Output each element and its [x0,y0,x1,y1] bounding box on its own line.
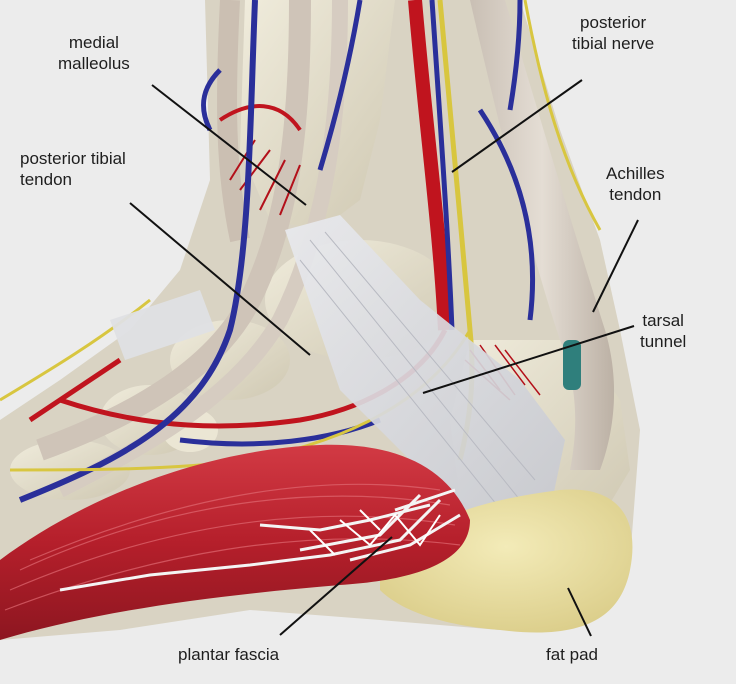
tendon-band-1 [36,0,311,461]
leader-posterior-tibial-nerve [451,79,583,173]
extensor-retinaculum [110,290,215,360]
tendon-band-3 [217,0,250,243]
artery-branch-3 [28,357,122,423]
label-fat-pad: fat pad [546,645,598,664]
nerve-branch-2 [523,0,602,231]
leader-posterior-tibial-tendon [129,202,311,356]
leader-lines [129,79,639,637]
leader-achilles-tendon [592,219,639,313]
plantar-fascia-fibers [59,488,461,592]
muscle-striations [4,483,461,611]
vein-5 [507,0,523,111]
great-saphenous-vein [18,0,258,503]
artery-branch-2 [218,104,302,132]
vein-2 [317,0,363,171]
label-tarsal-tunnel: tarsal tunnel [640,311,687,351]
artery-branch-4 [229,139,301,216]
vein-3 [429,0,455,331]
label-posterior-tibial-tendon: posterior tibial tendon [20,149,126,189]
posterior-tibial-artery [408,0,452,331]
teal-structure [563,340,581,390]
leader-tarsal-tunnel [422,325,635,394]
plantar-fascia-web [309,509,441,556]
label-plantar-fascia: plantar fascia [178,645,280,664]
leader-medial-malleolus [151,84,307,206]
vein-7 [200,68,222,132]
label-medial-malleolus: medial malleolus [58,33,130,73]
label-achilles-tendon: Achilles tendon [606,164,665,204]
vein-4 [477,108,536,321]
retinaculum-fibers [299,231,536,516]
leader-fat-pad [567,587,592,637]
leader-plantar-fascia [279,536,393,636]
vein-6 [179,417,381,447]
abductor-hallucis-muscle [0,444,470,640]
label-posterior-tibial-nerve: posterior tibial nerve [572,13,655,53]
